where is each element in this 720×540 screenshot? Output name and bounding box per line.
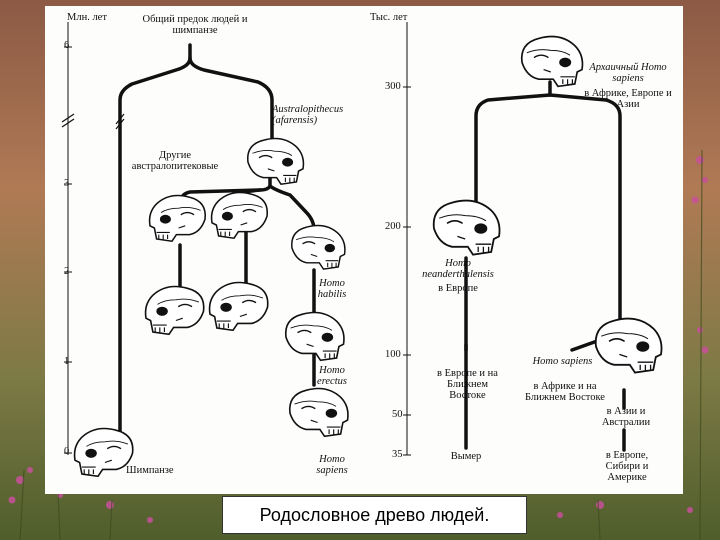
- homo-erectus-label: Homo erectus: [317, 365, 347, 387]
- right-axis-tick: 300: [385, 81, 401, 92]
- right-axis-tick: 100: [385, 349, 401, 360]
- homo-sapiens-label: Homo sapiens: [316, 454, 348, 476]
- chimpanzee-skull-icon: [75, 429, 133, 477]
- common-ancestor-label: Общий предок людей и шимпанзе: [142, 14, 248, 36]
- robust-skull-1-icon: [150, 195, 206, 241]
- australopithecus-label: Australopithecus (afarensis): [272, 104, 344, 126]
- right-axis-tick: 35: [392, 449, 403, 460]
- habilis-skull-icon: [291, 224, 346, 270]
- neanderthal-name: Homo neanderthalensis: [422, 258, 494, 280]
- europe-siberia-america-label: в Европе, Сибири и Америке: [605, 450, 649, 483]
- axis-break-mark: [61, 113, 75, 123]
- right-axis-tick: 200: [385, 221, 401, 232]
- left-axis-tick: 0: [64, 446, 70, 457]
- other-australopithecines-label: Другие австралопитековые: [131, 150, 219, 172]
- archaic-sapiens-skull-icon: [520, 35, 584, 88]
- right-axis-tick: 50: [392, 409, 403, 420]
- left-axis-title: Млн. лет: [67, 12, 107, 23]
- caption: Родословное древо людей.: [222, 496, 527, 534]
- homo-habilis-label: Homo habilis: [317, 278, 347, 300]
- left-axis-tick: 2: [64, 266, 70, 277]
- robustus-skull-icon: [210, 283, 268, 331]
- extinct-label: Вымер: [450, 451, 482, 462]
- asia-australia-label: в Азии и Австралии: [601, 406, 651, 428]
- boisei-skull-icon: [146, 287, 204, 335]
- hominin-branch-line: [188, 56, 274, 142]
- afarensis-skull-icon: [246, 137, 305, 185]
- modern-sapiens-skull-icon: [594, 317, 663, 374]
- neanderthal-branch-line: [474, 93, 552, 207]
- archaic-sapiens-name-text: Архаичный Homo sapiens: [589, 62, 667, 84]
- neanderthal-place: в Европе: [438, 283, 478, 294]
- neanderthal-near-east-label: в Европе и на Ближнем Востоке: [437, 368, 498, 401]
- left-axis-tick: 3: [64, 178, 70, 189]
- archaic-sapiens-name: Архаичный Homo sapiens: [578, 62, 678, 84]
- sapiens-branch-line: [548, 93, 622, 322]
- sapiens-skull-icon: [288, 387, 349, 438]
- right-axis-title: Тыс. лет: [370, 12, 408, 23]
- sapiens-africa-place: в Африке и на Ближнем Востоке: [525, 381, 605, 403]
- robust-skull-2-icon: [212, 192, 268, 238]
- diagram-panel: [45, 6, 683, 494]
- erectus-skull-icon: [284, 311, 345, 362]
- sapiens-africa-name: Homo sapiens: [532, 356, 593, 367]
- left-axis-tick: 1: [64, 356, 70, 367]
- neanderthal-skull-icon: [432, 199, 501, 256]
- left-axis-tick: 6: [64, 40, 70, 51]
- archaic-sapiens-place: в Африке, Европе и Азии: [584, 88, 672, 110]
- chimpanzee-label: Шимпанзе: [126, 465, 174, 476]
- habilis-branch-line: [268, 184, 316, 232]
